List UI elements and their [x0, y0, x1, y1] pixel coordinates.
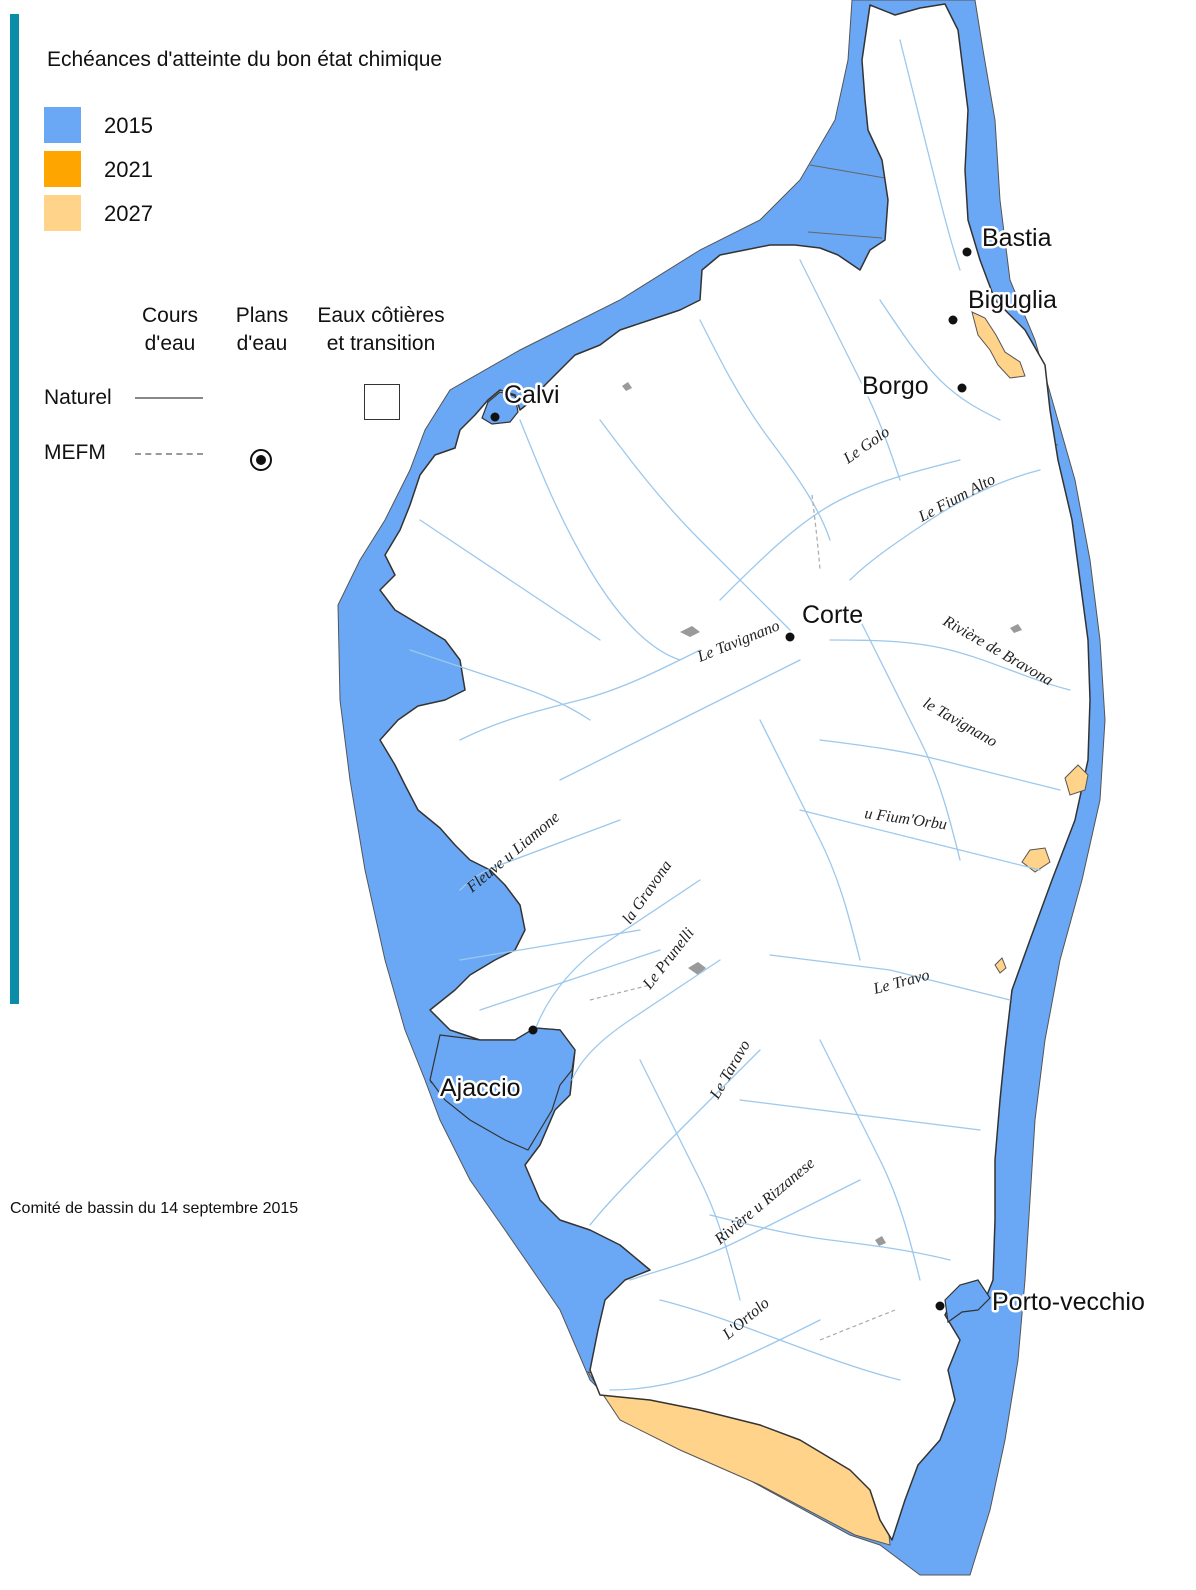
legend-mefm-line — [135, 453, 203, 455]
legend-col-plans-line1: Plans — [235, 304, 289, 327]
legend-title: Echéances d'atteinte du bon état chimiqu… — [47, 48, 443, 71]
legend-mefm-point-icon — [250, 449, 272, 471]
city-label-porto-vecchio: Porto-vecchio — [992, 1288, 1145, 1316]
legend-row-mefm: MEFM — [44, 441, 106, 464]
ajaccio-gulf — [429, 1027, 576, 1151]
legend-col-cours-line2: d'eau — [144, 332, 196, 355]
river-network — [409, 39, 1071, 1391]
coastal-boundary-lines — [429, 164, 1059, 1136]
city-dot-borgo — [957, 383, 967, 393]
legend-col-cotieres-line1: Eaux côtières — [317, 304, 445, 327]
legend-accent-bar — [10, 14, 19, 1004]
lake-calacuccia — [680, 626, 700, 637]
legend-col-cotieres: Eaux côtières et transition — [306, 302, 456, 358]
lagoon-small — [994, 957, 1007, 974]
city-dot-bastia — [962, 247, 972, 257]
legend-naturel-line — [135, 397, 203, 399]
legend-label-2015: 2015 — [104, 113, 153, 138]
legend-label-2021: 2021 — [104, 157, 153, 182]
legend-row-naturel: Naturel — [44, 386, 112, 409]
city-label-borgo: Borgo — [862, 372, 929, 400]
lagoon-urbino — [1021, 847, 1051, 873]
city-dot-biguglia — [948, 315, 958, 325]
legend-swatch-2021 — [44, 151, 81, 187]
legend-label-2027: 2027 — [104, 201, 153, 226]
legend-coastal-box — [364, 384, 400, 420]
lake-south — [875, 1236, 886, 1246]
city-dot-corte — [785, 632, 795, 642]
city-label-ajaccio: Ajaccio — [440, 1074, 521, 1102]
legend-swatch-2015 — [44, 107, 81, 143]
legend-col-plans-line2: d'eau — [236, 332, 288, 355]
legend-col-cours-line1: Cours — [141, 304, 199, 327]
city-label-calvi: Calvi — [504, 381, 560, 409]
legend-swatch-2027 — [44, 195, 81, 231]
footer-date: Comité de bassin du 14 septembre 2015 — [10, 1200, 299, 1217]
city-dot-porto-vecchio — [935, 1301, 945, 1311]
legend-col-cotieres-line2: et transition — [326, 332, 436, 355]
city-label-bastia: Bastia — [982, 224, 1052, 252]
porto-vecchio-gulf — [944, 1279, 991, 1324]
legend-col-cours: Cours d'eau — [130, 302, 210, 358]
lagoon-diana — [1064, 764, 1089, 796]
biguglia-lagoon — [971, 311, 1026, 379]
city-label-corte: Corte — [802, 601, 863, 629]
legend-col-plans: Plans d'eau — [222, 302, 302, 358]
lake-north — [622, 382, 632, 391]
city-label-biguglia: Biguglia — [968, 286, 1057, 314]
mefm-river-segments — [589, 494, 896, 1341]
city-dot-calvi — [490, 412, 500, 422]
city-dot-ajaccio — [528, 1025, 538, 1035]
lake-east — [1010, 624, 1022, 633]
